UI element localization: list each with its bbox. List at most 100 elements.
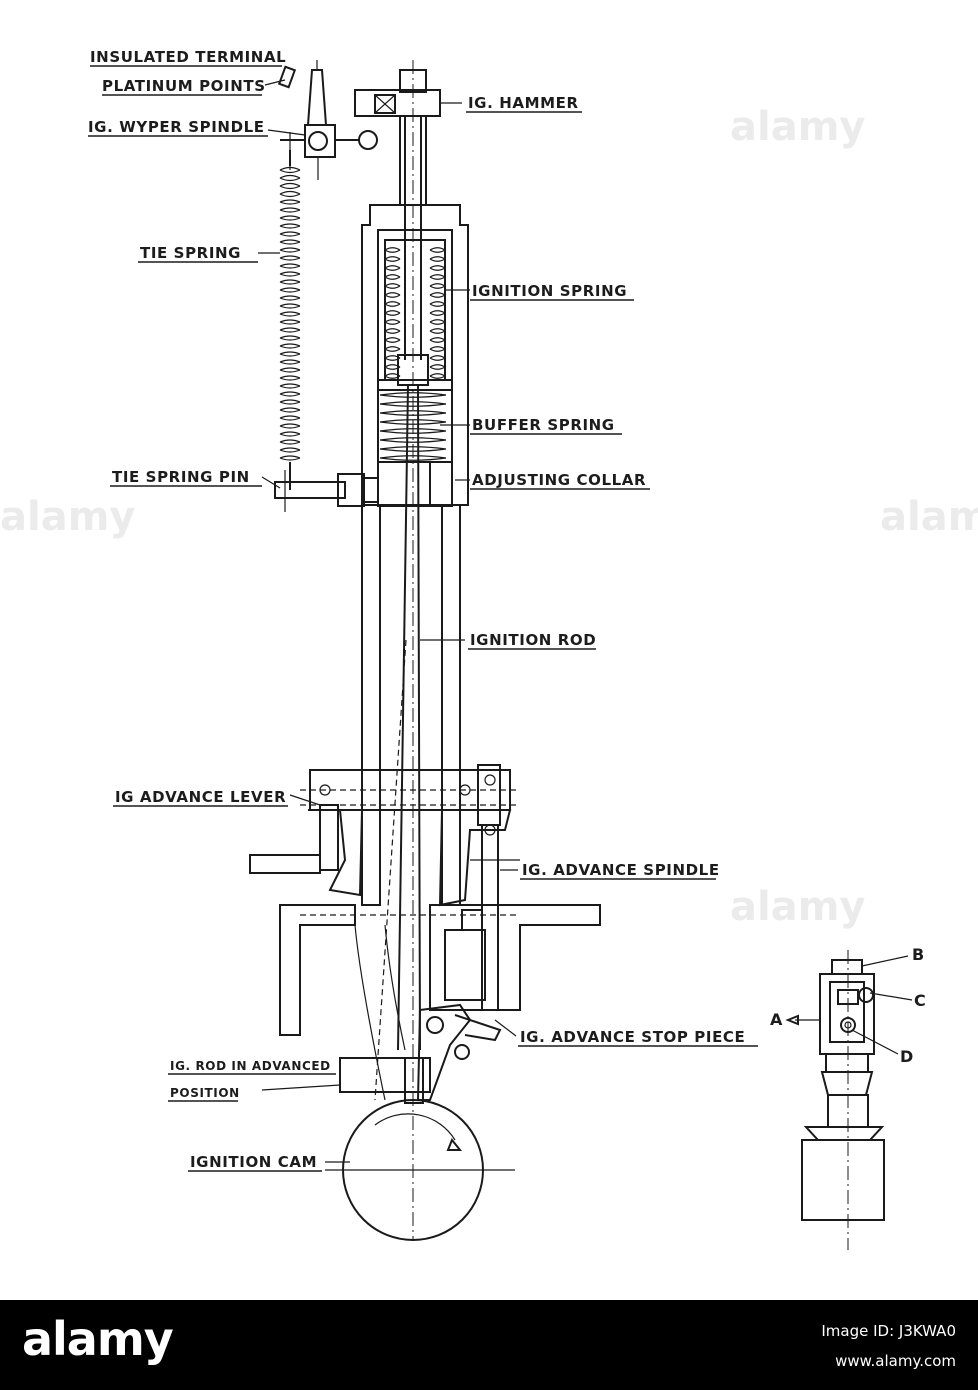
spring-coil (429, 301, 446, 307)
detail-letter-d: D (900, 1047, 914, 1066)
label-rod-advanced-line2: POSITION (170, 1086, 240, 1100)
label-ignition-cam: IGNITION CAM (190, 1153, 317, 1171)
spring-coil (279, 391, 301, 397)
spring-coil (279, 455, 301, 461)
spring-coil (279, 351, 301, 357)
spring-coil (384, 319, 401, 325)
label-advance-stop-piece: IG. ADVANCE STOP PIECE (520, 1028, 745, 1046)
spring-coil (279, 415, 301, 421)
label-buffer-spring: BUFFER SPRING (472, 416, 615, 434)
banner-logo: alamy (22, 1312, 174, 1366)
spring-coil (429, 364, 446, 370)
spring-coil (279, 367, 301, 373)
spring-coil (384, 247, 401, 253)
spring-coil (279, 287, 301, 293)
detail-letter-a: A (770, 1010, 783, 1029)
spring-coil (429, 292, 446, 298)
watermark-text: alamy (0, 494, 135, 540)
section-dashes (300, 789, 520, 916)
label-tie-spring-pin: TIE SPRING PIN (112, 468, 250, 486)
spring-coil (384, 292, 401, 298)
spring-coil (279, 279, 301, 285)
detail-letter-b: B (912, 945, 925, 964)
tie-spring-coil (279, 150, 301, 490)
spring-coil (384, 265, 401, 271)
leader-lines (258, 79, 518, 1163)
banner-url-text: www.alamy.com (835, 1352, 956, 1370)
ignition-spring-coils (384, 247, 446, 379)
spring-coil (429, 265, 446, 271)
spring-coil (279, 199, 301, 205)
spring-coil (384, 283, 401, 289)
banner-info: Image ID: J3KWA0 www.alamy.com (821, 1316, 956, 1376)
spring-coil (279, 399, 301, 405)
spring-coil (384, 256, 401, 262)
labels: INSULATED TERMINAL PLATINUM POINTS IG. W… (88, 48, 758, 1172)
spring-coil (279, 319, 301, 325)
engine-frame (279, 904, 601, 1101)
terminal-assembly (277, 60, 378, 180)
watermark-text: alamy (880, 494, 978, 540)
spring-coil (279, 407, 301, 413)
footer-banner: alamy Image ID: J3KWA0 www.alamy.com (0, 1300, 978, 1390)
spring-coil (384, 301, 401, 307)
label-insulated-terminal: INSULATED TERMINAL (90, 48, 286, 66)
spring-coil (429, 319, 446, 325)
spring-coil (429, 328, 446, 334)
spring-coil (384, 328, 401, 334)
spring-coil (279, 431, 301, 437)
drawing-area: alamy alamy alamy alamy (0, 48, 978, 1250)
spring-coil (279, 247, 301, 253)
advance-lever-assembly (249, 769, 512, 907)
spring-coil (429, 274, 446, 280)
spring-coil (279, 303, 301, 309)
main-housing (361, 204, 469, 906)
spring-coil (384, 346, 401, 352)
spring-coil (279, 215, 301, 221)
spring-coil (384, 310, 401, 316)
ignition-mechanism-diagram: alamy alamy alamy alamy (0, 48, 978, 1250)
spring-coil (429, 337, 446, 343)
ignition-cam (325, 1099, 515, 1241)
spring-coil (279, 255, 301, 261)
label-rod-advanced-line1: IG. ROD IN ADVANCED (170, 1059, 331, 1073)
spring-coil (384, 274, 401, 280)
spring-coil (429, 346, 446, 352)
spring-coil (429, 355, 446, 361)
detail-view: A B C D (770, 945, 926, 1250)
spring-coil (279, 223, 301, 229)
label-advance-lever: IG ADVANCE LEVER (115, 788, 286, 806)
ignition-rod (374, 60, 429, 1240)
watermark-group: alamy alamy alamy alamy (0, 104, 978, 930)
label-adjusting-collar: ADJUSTING COLLAR (472, 471, 646, 489)
spring-coil (279, 295, 301, 301)
spring-coil (279, 447, 301, 453)
label-ignition-rod: IGNITION ROD (470, 631, 596, 649)
label-tie-spring: TIE SPRING (140, 244, 241, 262)
label-ig-hammer: IG. HAMMER (468, 94, 579, 112)
spring-coil (279, 343, 301, 349)
spring-coil (279, 327, 301, 333)
spring-coil (384, 337, 401, 343)
spring-coil (429, 247, 446, 253)
spring-coil (279, 439, 301, 445)
detail-letter-c: C (914, 991, 926, 1010)
label-ignition-spring: IGNITION SPRING (472, 282, 627, 300)
spring-coil (279, 423, 301, 429)
watermark-text: alamy (730, 104, 865, 150)
label-wyper-spindle: IG. WYPER SPINDLE (88, 118, 265, 136)
spring-coil (279, 239, 301, 245)
rod-advanced-block (339, 1057, 431, 1104)
spring-coil (429, 310, 446, 316)
advance-spindle (470, 764, 520, 1010)
ig-hammer-assembly (354, 69, 441, 205)
label-advance-spindle: IG. ADVANCE SPINDLE (522, 861, 720, 879)
image-id-text: Image ID: J3KWA0 (821, 1322, 956, 1340)
label-platinum-points: PLATINUM POINTS (102, 77, 266, 95)
spring-coil (379, 437, 447, 443)
spring-coil (429, 283, 446, 289)
spring-coil (429, 373, 446, 379)
spring-coil (279, 311, 301, 317)
spring-coil (279, 335, 301, 341)
spring-coil (279, 359, 301, 365)
